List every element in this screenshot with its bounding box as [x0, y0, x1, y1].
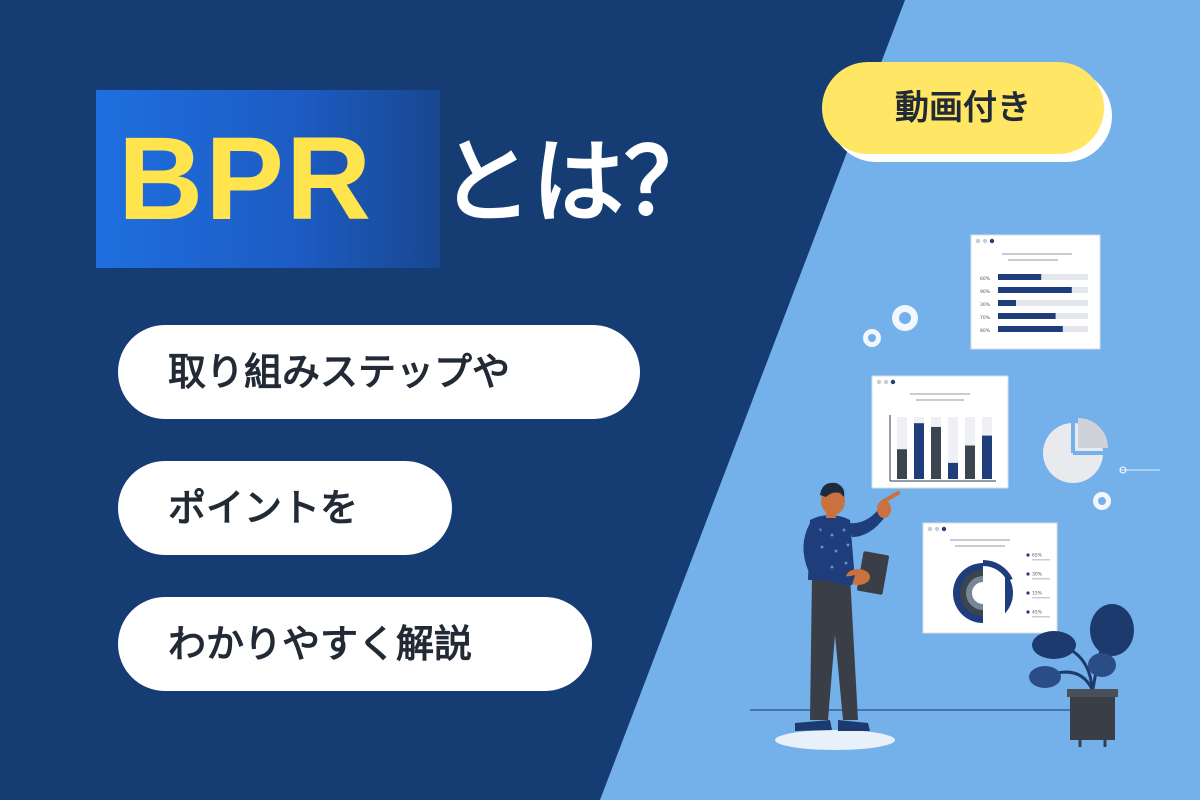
- title-highlight-box: [96, 90, 440, 268]
- legend-line: [1032, 578, 1050, 580]
- progress-rows: 60% 90% 30% 70% 80%: [980, 274, 1088, 334]
- plant-icon: [1029, 604, 1134, 747]
- pill-points: ポイントを: [118, 461, 452, 555]
- title-rest-text: とは？: [440, 129, 717, 236]
- progress-row-label: 60%: [980, 276, 991, 282]
- bar: [914, 423, 924, 479]
- pill-explain-text: わかりやすく解説: [168, 622, 473, 666]
- progress-row-label: 80%: [980, 328, 991, 334]
- legend-dot: [1026, 610, 1030, 614]
- legend-dot: [1026, 572, 1030, 576]
- legend-dot: [1026, 591, 1030, 595]
- progress-fill: [998, 274, 1042, 280]
- bar-background: [948, 417, 958, 479]
- bar: [982, 435, 992, 479]
- legend-label: 45%: [1032, 610, 1043, 616]
- business-illustration: 60% 90% 30% 70% 80% 65% 30% 15% 45%: [750, 234, 1160, 750]
- progress-track: [998, 274, 1088, 280]
- deco-dot: [1119, 466, 1127, 474]
- progress-row-label: 70%: [980, 315, 991, 321]
- person-figure: [795, 482, 900, 731]
- bar-chart-card: [871, 375, 1009, 489]
- legend-label: 15%: [1032, 591, 1043, 597]
- progress-fill: [998, 287, 1072, 293]
- gear-icon-large: [892, 305, 918, 331]
- progress-track: [998, 300, 1088, 306]
- progress-row-label: 30%: [980, 302, 991, 308]
- person-shadow: [775, 730, 895, 750]
- pill-explain: わかりやすく解説: [118, 597, 592, 691]
- title-highlight-text: BPR: [118, 113, 374, 245]
- legend-line: [1032, 559, 1050, 561]
- gear-icon-right: [1093, 492, 1111, 510]
- bar: [965, 445, 975, 479]
- progress-fill: [998, 326, 1063, 332]
- pill-points-text: ポイントを: [168, 486, 359, 530]
- bar: [897, 449, 907, 479]
- pill-steps-text: 取り組みステップや: [168, 350, 511, 394]
- legend-line: [1032, 616, 1050, 618]
- pie-chart-deco: [1043, 418, 1108, 483]
- pill-steps: 取り組みステップや: [118, 325, 640, 419]
- legend-label: 65%: [1032, 553, 1043, 559]
- bar-background: [897, 417, 907, 479]
- video-badge: 動画付き: [822, 62, 1104, 154]
- bar-group: [897, 417, 992, 479]
- donut-legend: 65% 30% 15% 45%: [1026, 553, 1050, 618]
- legend-label: 30%: [1032, 572, 1043, 578]
- gear-icon-small: [863, 329, 881, 347]
- bar: [931, 426, 941, 479]
- progress-row-label: 90%: [980, 289, 991, 295]
- progress-fill: [998, 300, 1016, 306]
- bar: [948, 462, 958, 479]
- donut-chart-card: 65% 30% 15% 45%: [922, 522, 1058, 634]
- progress-card: 60% 90% 30% 70% 80%: [970, 234, 1101, 350]
- legend-line: [1032, 597, 1050, 599]
- progress-fill: [998, 313, 1056, 319]
- legend-dot: [1026, 553, 1030, 557]
